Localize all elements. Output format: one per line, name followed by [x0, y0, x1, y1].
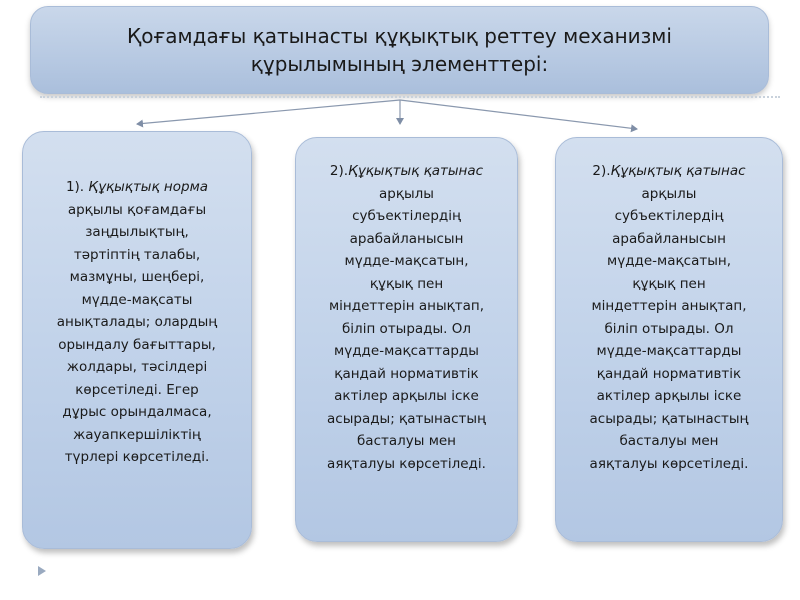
- card-prefix: 1).: [65, 179, 89, 195]
- card-line: мүдде-мақсаттарды: [596, 343, 742, 359]
- card-line: біліп отырады. Ол: [341, 320, 472, 337]
- card-line: асырады; қатынастың: [327, 410, 486, 427]
- card-line: түрлері көрсетіледі.: [64, 449, 210, 465]
- card-line: аяқталуы көрсетіледі.: [327, 455, 486, 472]
- card-line: жауапкершіліктің: [73, 426, 201, 443]
- card-prefix: 2).: [592, 163, 611, 179]
- card-line: мүдде-мақсатын,: [344, 253, 469, 269]
- card-line: құқық пен: [632, 275, 706, 292]
- card-line: басталуы мен: [356, 433, 457, 449]
- card-line: арқылы қоғамдағы: [67, 201, 207, 218]
- card-line: қандай нормативтік: [596, 365, 742, 382]
- card-line: мүдде-мақсаты: [81, 291, 193, 308]
- card-heading: 1). Құқықтық норма: [66, 176, 208, 199]
- card-term: Құқықтық норма: [88, 179, 209, 195]
- card-line: орындалу бағыттары,: [58, 336, 216, 353]
- title-line-2: құрылымының элементтері:: [250, 52, 549, 76]
- divider-line: [40, 96, 780, 98]
- card-line: субъектілердің: [614, 208, 724, 224]
- card-line: дұрыс орындалмаса,: [62, 404, 212, 420]
- card-line: көрсетіледі. Егер: [75, 381, 199, 398]
- card-legal-norm: 1). Құқықтық норма арқылы қоғамдағы заңд…: [22, 131, 252, 549]
- card-line: қандай нормативтік: [334, 365, 479, 382]
- card-legal-relation: 2).Құқықтық қатынас арқылы субъектілерді…: [295, 137, 518, 542]
- title-line-1: Қоғамдағы қатынасты құқықтық реттеу меха…: [127, 24, 672, 48]
- card-line: асырады; қатынастың: [589, 410, 749, 427]
- card-heading: 2).Құқықтық қатынас: [592, 160, 745, 183]
- card-prefix: 2).: [329, 163, 349, 179]
- card-line: жолдары, тәсілдері: [66, 359, 208, 375]
- card-line: мазмұны, шеңбері,: [69, 269, 205, 285]
- card-legal-relation-duplicate: 2).Құқықтық қатынас арқылы субъектілерді…: [555, 137, 783, 542]
- card-line: актілер арқылы іске: [334, 388, 479, 404]
- card-line: субъектілердің: [352, 208, 461, 224]
- card-line: заңдылықтың,: [85, 224, 189, 240]
- card-heading: 2).Құқықтық қатынас: [330, 160, 483, 183]
- card-line: арабайланысын: [349, 230, 464, 247]
- card-line: құқық пен: [369, 275, 444, 292]
- card-line: арқылы: [641, 185, 697, 202]
- card-line: анықталады; олардың: [56, 314, 218, 330]
- card-line: міндеттерін анықтап,: [328, 298, 485, 314]
- card-line: аяқталуы көрсетіледі.: [589, 455, 749, 472]
- arrow-to-card-3: [399, 99, 638, 133]
- card-line: тәртіптің талабы,: [73, 246, 201, 263]
- card-term: Құқықтық қатынас: [348, 163, 484, 179]
- triangle-bullet-icon: [38, 566, 46, 576]
- arrow-to-card-1: [136, 99, 401, 128]
- card-line: мүдде-мақсаттарды: [334, 343, 479, 359]
- card-line: арқылы: [379, 185, 434, 202]
- card-line: актілер арқылы іске: [596, 388, 742, 404]
- card-term: Құқықтық қатынас: [610, 163, 746, 179]
- title-box: Қоғамдағы қатынасты құқықтық реттеу меха…: [30, 6, 769, 94]
- card-line: міндеттерін анықтап,: [591, 298, 747, 314]
- card-line: арабайланысын: [612, 230, 726, 247]
- card-line: басталуы мен: [619, 433, 719, 449]
- card-line: мүдде-мақсатын,: [607, 253, 731, 269]
- card-line: біліп отырады. Ол: [604, 320, 734, 337]
- diagram-title: Қоғамдағы қатынасты құқықтық реттеу меха…: [100, 22, 700, 78]
